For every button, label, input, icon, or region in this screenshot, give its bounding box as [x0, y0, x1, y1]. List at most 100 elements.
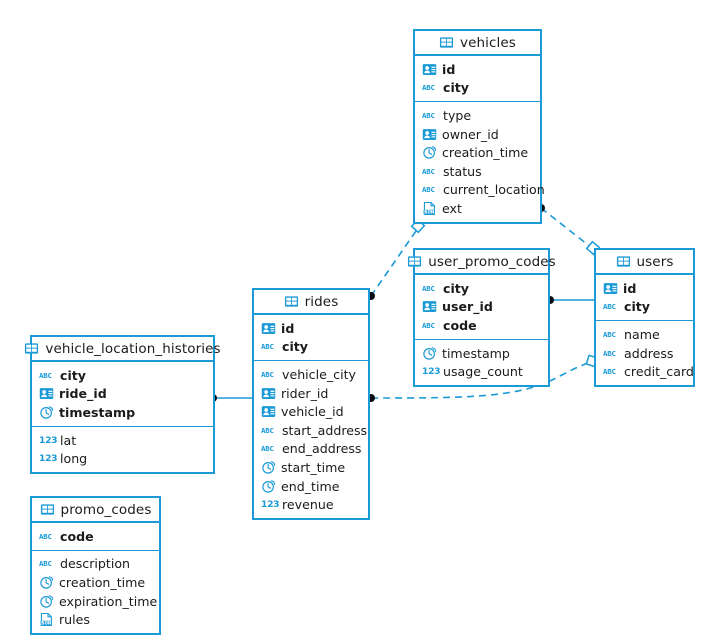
column-row[interactable]: id: [596, 279, 693, 298]
table-header-users[interactable]: users: [596, 250, 693, 275]
column-name: end_time: [281, 478, 340, 494]
abc-icon: ABC: [422, 83, 435, 93]
json-file-icon: JSON: [39, 612, 54, 627]
123-icon: 123: [39, 453, 58, 465]
abc-icon: ABC: [39, 559, 52, 569]
column-row[interactable]: id: [415, 60, 540, 79]
rel-vehicles-to-users[interactable]: [537, 204, 601, 256]
column-name: status: [443, 163, 482, 179]
column-name: timestamp: [442, 345, 510, 361]
column-row[interactable]: end_time: [254, 477, 368, 496]
table-grid-icon: [407, 254, 422, 269]
id-badge-icon: [261, 386, 276, 401]
clock-icon: [39, 575, 54, 590]
column-row[interactable]: JSON rules: [32, 610, 159, 629]
rel-user-promo-codes-to-users[interactable]: [546, 296, 594, 304]
column-name: rider_id: [281, 385, 329, 401]
table-header-vehicle_location_histories[interactable]: vehicle_location_histories: [25, 337, 221, 362]
column-name: lat: [60, 432, 77, 448]
abc-icon: ABC: [39, 531, 52, 541]
id-badge-icon: [422, 62, 437, 77]
column-row[interactable]: ABC code: [32, 527, 159, 546]
column-name: owner_id: [442, 126, 499, 142]
clock-icon: [39, 594, 54, 609]
table-grid-icon: [24, 341, 39, 356]
rel-vehicle-location-histories-to-rides[interactable]: [209, 394, 252, 402]
column-row[interactable]: JSON ext: [415, 199, 540, 218]
column-name: revenue: [282, 497, 334, 513]
column-row[interactable]: creation_time: [415, 143, 540, 162]
column-row[interactable]: ABC city: [415, 279, 548, 298]
column-name: code: [60, 528, 94, 544]
abc-icon: ABC: [422, 283, 435, 293]
table-header-promo_codes[interactable]: promo_codes: [32, 498, 159, 523]
abc-icon: ABC: [603, 348, 616, 358]
abc-icon: ABC: [422, 185, 435, 195]
column-row[interactable]: timestamp: [415, 344, 548, 363]
abc-icon: ABC: [422, 110, 435, 120]
column-row[interactable]: ride_id: [32, 385, 213, 404]
clock-icon: [422, 346, 437, 361]
column-name: start_time: [281, 459, 346, 475]
column-row[interactable]: rider_id: [254, 384, 368, 403]
column-row[interactable]: owner_id: [415, 125, 540, 144]
column-name: timestamp: [59, 404, 136, 420]
column-row[interactable]: expiration_time: [32, 592, 159, 611]
column-row[interactable]: start_time: [254, 458, 368, 477]
column-name: expiration_time: [59, 593, 158, 609]
table-header-vehicles[interactable]: vehicles: [415, 31, 540, 56]
abc-icon: ABC: [603, 329, 616, 339]
table-grid-icon: [40, 502, 55, 517]
column-name: address: [624, 345, 674, 361]
table-title: user_promo_codes: [428, 253, 556, 270]
id-badge-icon: [39, 386, 54, 401]
column-name: rules: [59, 612, 90, 628]
column-name: city: [443, 280, 470, 296]
column-row[interactable]: creation_time: [32, 573, 159, 592]
table-header-rides[interactable]: rides: [254, 290, 368, 315]
clock-icon: [39, 405, 54, 420]
json-file-icon: JSON: [422, 201, 437, 216]
column-row[interactable]: id: [254, 319, 368, 338]
clock-icon: [261, 479, 276, 494]
column-row[interactable]: ABC address: [596, 344, 693, 363]
column-row[interactable]: vehicle_id: [254, 402, 368, 421]
table-header-user_promo_codes[interactable]: user_promo_codes: [408, 250, 556, 275]
column-row[interactable]: user_id: [415, 298, 548, 317]
table-grid-icon: [284, 294, 299, 309]
primary-key-section: ABC code: [32, 523, 159, 551]
column-row[interactable]: timestamp: [32, 403, 213, 422]
